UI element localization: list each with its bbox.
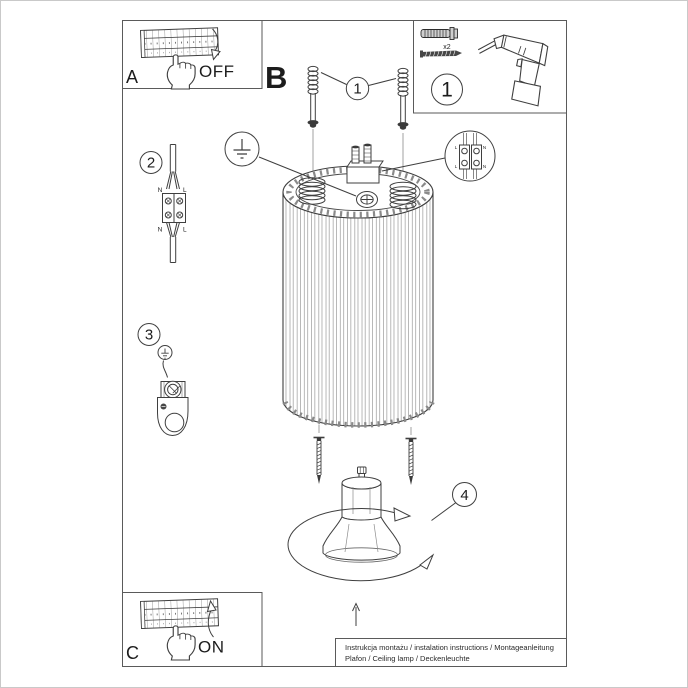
bottom-scallop-rim	[282, 400, 435, 428]
step2-callout-number: 2	[147, 155, 155, 172]
breaker-on-illustration: C ON	[126, 597, 225, 663]
wall-plug-icon	[420, 27, 458, 40]
off-arrow-curve	[212, 28, 219, 52]
ground-screw-icon	[356, 191, 378, 208]
box-c-label: C	[126, 643, 139, 663]
wire-l-top-label: L	[183, 187, 187, 194]
top-scallop-rim	[286, 166, 430, 218]
on-arrow-curve	[207, 608, 214, 638]
rotation-arrow-head-bottom	[419, 553, 435, 570]
wiring-step-illustration: 2 N L N L	[139, 144, 187, 263]
wires-split-bottom	[166, 222, 180, 238]
off-state-label: OFF	[199, 62, 235, 81]
ground-symbol-callout	[224, 131, 357, 197]
wire-post-right	[363, 143, 372, 164]
mounting-screws-illustration: B 1	[265, 60, 409, 180]
rotation-arrow-arc	[287, 508, 428, 582]
earth-ground-icon	[233, 139, 251, 159]
detail-top-right-label: N	[483, 145, 486, 150]
footer-line2: Plafon / Ceiling lamp / Deckenleuchte	[345, 654, 470, 663]
wire-n-top-label: N	[158, 187, 163, 194]
parts-callout-number: 1	[441, 79, 453, 102]
detail-top-left-label: L	[455, 145, 458, 150]
breaker-panel-icon	[139, 597, 220, 630]
parts-box-illustration: x2 1	[420, 27, 549, 107]
step3-callout-number: 3	[145, 327, 153, 344]
terminal-block-icon	[346, 143, 384, 184]
breaker-off-illustration: A OFF	[126, 26, 235, 90]
footer: Instrukcja montażu / instalation instruc…	[345, 643, 554, 663]
breaker-panel-icon	[139, 26, 220, 59]
mount-screw-left	[307, 65, 319, 129]
cable-top	[169, 144, 177, 172]
insert-direction-arrow	[352, 602, 360, 626]
fluted-shade-wall	[282, 191, 434, 427]
wire-post-left	[351, 145, 360, 164]
plug-quantity-label: x2	[443, 44, 451, 51]
ground-lug-icon	[160, 380, 186, 399]
step3-callout-circle	[137, 323, 161, 346]
step4-callout-circle	[452, 482, 477, 507]
screw-icon	[420, 50, 462, 58]
gu10-socket-icon	[322, 466, 401, 563]
on-arrow-head	[206, 599, 217, 613]
detail-bottom-right-label: N	[483, 164, 486, 169]
lamp-body-illustration: L N L N	[224, 130, 496, 428]
cable-bottom	[169, 237, 177, 263]
off-arrow-head	[210, 48, 221, 61]
screws-callout-circle	[345, 76, 370, 101]
spring-insert-left	[298, 177, 326, 205]
step4-leader	[431, 502, 457, 521]
callout-leader-right	[368, 78, 397, 86]
callout-leader-left	[320, 72, 347, 85]
wiring-terminal-block	[162, 193, 186, 223]
step2-callout-circle	[139, 151, 163, 174]
step-b-label: B	[265, 60, 287, 95]
footer-line1: Instrukcja montażu / instalation instruc…	[345, 643, 554, 652]
on-state-label: ON	[198, 638, 225, 657]
mount-screw-right	[397, 67, 409, 131]
ceiling-screw-right	[404, 437, 418, 486]
screws-callout-number: 1	[353, 81, 361, 98]
mounting-bracket-icon	[157, 397, 189, 437]
rotation-arrow-head-top	[393, 507, 412, 522]
detail-bottom-left-label: L	[455, 164, 458, 169]
parts-callout-circle	[431, 73, 463, 106]
footer-box-frame	[335, 638, 567, 667]
step4-callout-number: 4	[460, 487, 468, 504]
ground-step-illustration: 3	[137, 323, 189, 437]
ground-wire	[162, 360, 168, 378]
fixture-step-illustration: 4	[287, 424, 477, 626]
wire-n-bottom-label: N	[158, 227, 163, 234]
wires-split-top	[166, 171, 180, 190]
box-a-label: A	[126, 67, 138, 87]
ceiling-screw-left	[312, 436, 326, 485]
wire-l-bottom-label: L	[183, 227, 187, 234]
terminal-detail-callout: L N L N	[381, 130, 496, 182]
drill-icon	[477, 34, 549, 107]
spring-insert-right	[389, 181, 417, 210]
